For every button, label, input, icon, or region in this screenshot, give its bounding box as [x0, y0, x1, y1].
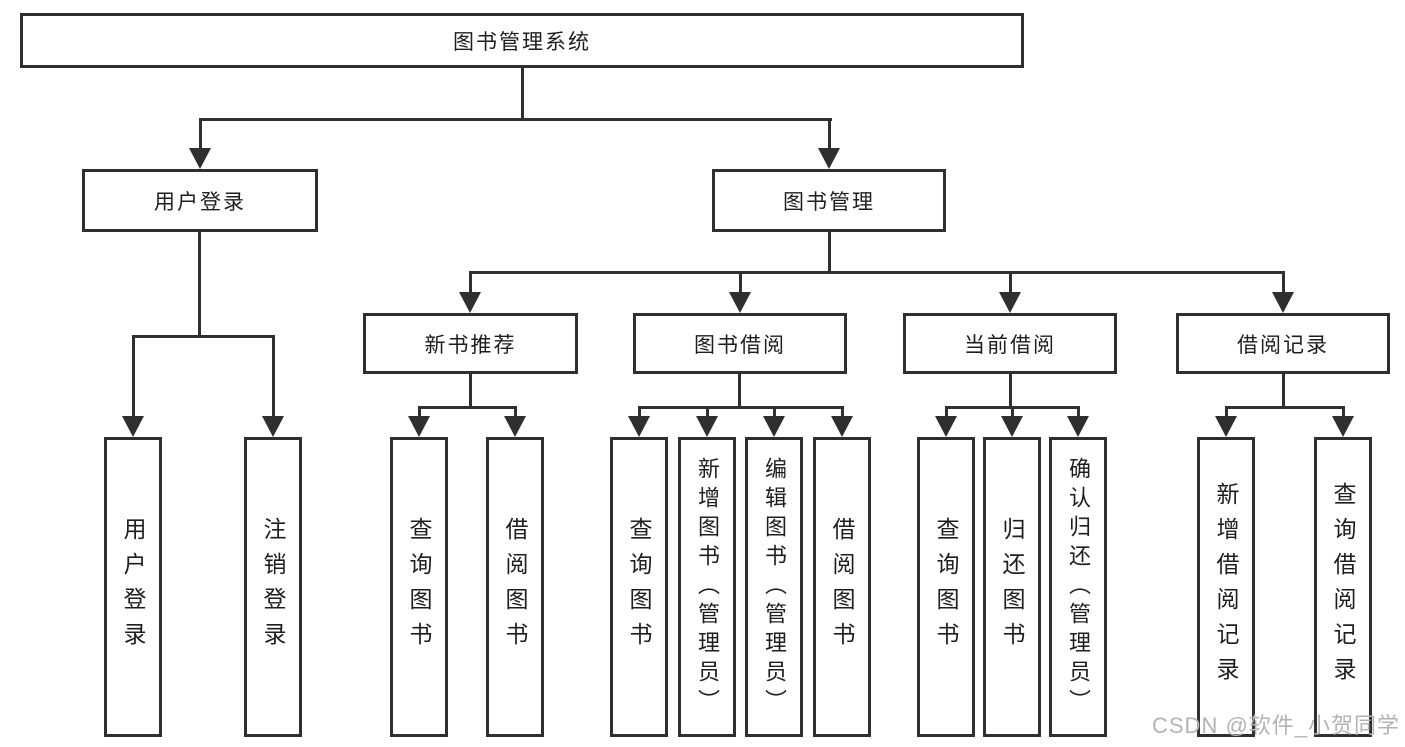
connector-userlogin-rail: [132, 335, 275, 338]
arrowhead-leaf-cb-confirm: [1067, 416, 1089, 437]
leaf-logout-label: 注销登录: [260, 517, 286, 657]
arrowhead-leaf-logout: [262, 416, 284, 437]
leaf-cb-return-books: 归还图书: [983, 437, 1041, 737]
arrowhead-leaf-nb-query: [408, 416, 430, 437]
leaf-cb-confirm-return-admin: 确认归还（管理员）: [1049, 437, 1107, 737]
leaf-bb-borrow-books: 借阅图书: [813, 437, 871, 737]
arrowhead-newbook: [459, 292, 481, 313]
leaf-cb-query-books: 查询图书: [917, 437, 975, 737]
connector-borrowrecords-stem: [1282, 374, 1285, 406]
connector-root-to-bookmgmt: [828, 118, 831, 150]
connector-to-leaf-cb-return: [1011, 406, 1014, 417]
arrowhead-bookborrow: [729, 292, 751, 313]
connector-bookborrow-stem: [738, 374, 741, 406]
leaf-bb-query-books: 查询图书: [610, 437, 668, 737]
leaf-nb-query-books-label: 查询图书: [406, 517, 432, 657]
arrowhead-borrowrecords: [1272, 292, 1294, 313]
connector-newbook-rail: [418, 406, 517, 409]
arrowhead-leaf-cb-query: [935, 416, 957, 437]
leaf-cb-confirm-return-admin-label: 确认归还（管理员）: [1066, 456, 1091, 718]
node-book-management-label: 图书管理: [783, 190, 875, 214]
leaf-br-add-record-label: 新增借阅记录: [1213, 482, 1239, 692]
connector-root-to-userlogin: [199, 118, 202, 150]
arrowhead-leaf-br-add: [1215, 416, 1237, 437]
arrowhead-leaf-bb-query: [628, 416, 650, 437]
arrowhead-leaf-nb-borrow: [504, 416, 526, 437]
connector-to-leaf-nb-borrow: [514, 406, 517, 417]
arrowhead-leaf-br-query: [1332, 416, 1354, 437]
connector-borrowrecords-rail: [1225, 406, 1345, 409]
connector-to-leaf-cb-query: [945, 406, 948, 417]
connector-to-borrowrecords: [1282, 271, 1285, 293]
connector-userlogin-stem: [198, 232, 201, 335]
node-book-management: 图书管理: [712, 169, 946, 232]
node-user-login-label: 用户登录: [154, 190, 246, 214]
leaf-nb-borrow-books: 借阅图书: [486, 437, 544, 737]
connector-newbook-stem: [469, 374, 472, 406]
connector-to-leaf-bb-edit: [773, 406, 776, 417]
leaf-bb-borrow-books-label: 借阅图书: [829, 517, 855, 657]
connector-to-leaf-bb-add: [706, 406, 709, 417]
arrowhead-leaf-bb-borrow: [831, 416, 853, 437]
node-book-borrow-label: 图书借阅: [694, 333, 786, 357]
connector-root-stem: [521, 68, 524, 118]
arrowhead-leaf-bb-add: [696, 416, 718, 437]
connector-to-leaf-bb-borrow: [841, 406, 844, 417]
leaf-br-query-record-label: 查询借阅记录: [1330, 482, 1356, 692]
leaf-bb-add-books-admin-label: 新增图书（管理员）: [695, 456, 720, 718]
arrowhead-currentborrow: [999, 292, 1021, 313]
arrowhead-leaf-cb-return: [1001, 416, 1023, 437]
node-book-borrow: 图书借阅: [633, 313, 847, 374]
leaf-br-query-record: 查询借阅记录: [1314, 437, 1372, 737]
node-new-book-recommend-label: 新书推荐: [424, 333, 517, 357]
node-root-system: 图书管理系统: [20, 13, 1024, 68]
leaf-logout: 注销登录: [244, 437, 302, 737]
node-borrow-records: 借阅记录: [1176, 313, 1390, 374]
leaf-br-add-record: 新增借阅记录: [1197, 437, 1255, 737]
connector-to-leaf-br-query: [1342, 406, 1345, 417]
connector-to-leaf-login: [132, 335, 135, 417]
leaf-cb-return-books-label: 归还图书: [999, 517, 1025, 657]
node-current-borrow-label: 当前借阅: [964, 333, 1056, 357]
node-new-book-recommend: 新书推荐: [363, 313, 578, 374]
leaf-nb-query-books: 查询图书: [390, 437, 448, 737]
connector-to-leaf-cb-confirm: [1077, 406, 1080, 417]
node-user-login: 用户登录: [82, 169, 318, 232]
connector-to-leaf-br-add: [1225, 406, 1228, 417]
arrowhead-leaf-bb-edit: [763, 416, 785, 437]
leaf-user-login-label: 用户登录: [120, 517, 146, 657]
leaf-nb-borrow-books-label: 借阅图书: [502, 517, 528, 657]
arrowhead-leaf-login: [122, 416, 144, 437]
leaf-bb-query-books-label: 查询图书: [626, 517, 652, 657]
connector-currentborrow-stem: [1009, 374, 1012, 406]
connector-to-currentborrow: [1009, 271, 1012, 293]
node-borrow-records-label: 借阅记录: [1237, 333, 1329, 357]
arrowhead-bookmgmt: [818, 148, 840, 169]
connector-to-leaf-bb-query: [638, 406, 641, 417]
connector-to-newbook: [469, 271, 472, 293]
leaf-cb-query-books-label: 查询图书: [933, 517, 959, 657]
leaf-bb-edit-books-admin-label: 编辑图书（管理员）: [762, 456, 787, 718]
leaf-bb-edit-books-admin: 编辑图书（管理员）: [745, 437, 803, 737]
connector-bookmgmt-rail: [469, 271, 1284, 274]
leaf-bb-add-books-admin: 新增图书（管理员）: [678, 437, 736, 737]
connector-to-leaf-nb-query: [418, 406, 421, 417]
connector-to-leaf-logout: [272, 335, 275, 417]
node-root-label: 图书管理系统: [453, 30, 591, 54]
node-current-borrow: 当前借阅: [903, 313, 1117, 374]
connector-to-bookborrow: [739, 271, 742, 293]
arrowhead-userlogin: [189, 148, 211, 169]
connector-bookmgmt-stem: [828, 232, 831, 271]
leaf-user-login: 用户登录: [104, 437, 162, 737]
csdn-watermark: CSDN @软件_小贺同学: [1152, 713, 1401, 738]
connector-root-rail: [199, 118, 832, 121]
connector-bookborrow-rail: [638, 406, 844, 409]
